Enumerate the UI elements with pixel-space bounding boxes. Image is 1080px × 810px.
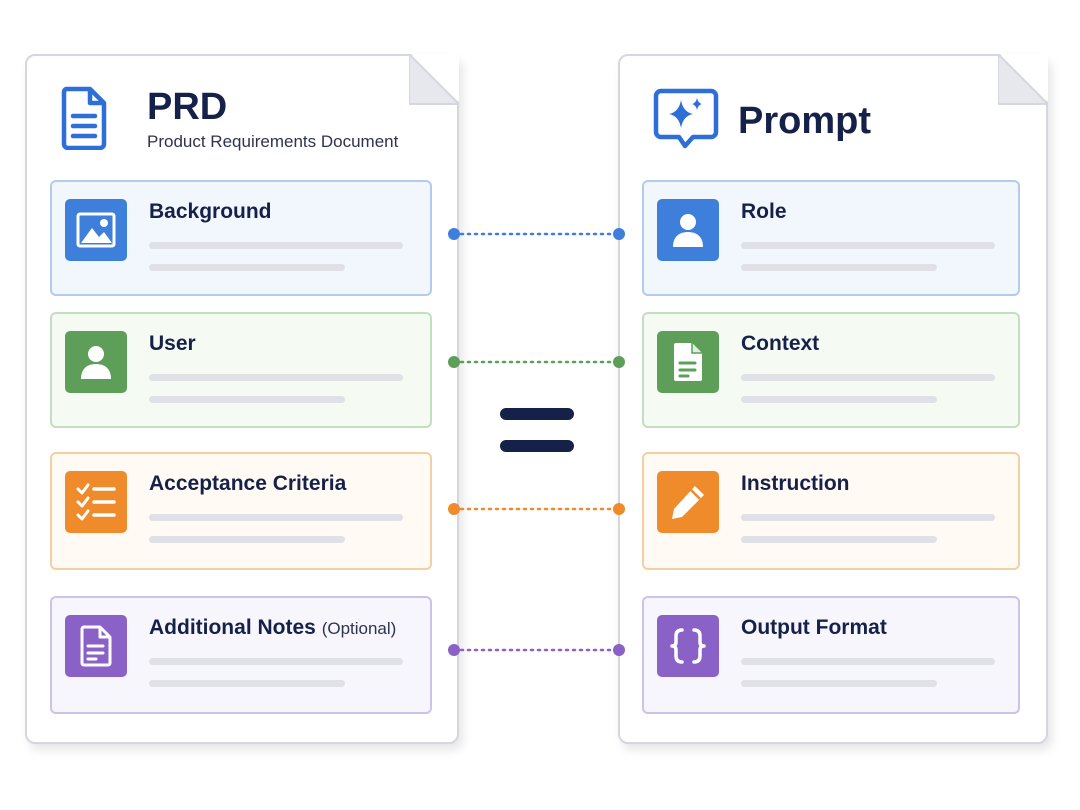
file-icon [657,331,719,393]
connector-orange [448,503,625,515]
prd-card-label-text: Additional Notes [149,616,316,639]
braces-icon [657,615,719,677]
prompt-card-context: Context [642,312,1020,428]
placeholder-line [741,680,937,687]
optional-note: (Optional) [321,619,397,638]
prompt-card-label: Output Format [741,616,887,639]
prompt-card-role: Role [642,180,1020,296]
checklist-icon [65,471,127,533]
prd-card-label: Acceptance Criteria [149,472,347,495]
placeholder-line [149,374,403,381]
placeholder-line [741,242,995,249]
connector-blue [448,228,625,240]
user-icon [657,199,719,261]
prd-card-label: User [149,332,196,355]
prd-card-acceptance-criteria: Acceptance Criteria [50,452,432,570]
placeholder-line [149,396,345,403]
prd-document: PRD Product Requirements Document Backgr… [25,54,459,744]
prompt-card-label: Role [741,200,787,223]
placeholder-line [149,680,345,687]
prd-subtitle: Product Requirements Document [147,132,399,151]
placeholder-line [149,514,403,521]
prompt-card-instruction: Instruction [642,452,1020,570]
placeholder-line [149,536,345,543]
page-fold-corner [409,54,459,105]
prd-title: PRD [147,86,228,128]
user-icon [65,331,127,393]
equals-icon [500,408,574,454]
prd-card-label: Additional Notes (Optional) [149,616,396,640]
placeholder-line [741,536,937,543]
document-icon [61,86,107,150]
prd-card-user: User [50,312,432,428]
prompt-document: Prompt Role Context [618,54,1048,744]
prompt-card-output-format: Output Format [642,596,1020,714]
image-icon [65,199,127,261]
placeholder-line [741,374,995,381]
placeholder-line [741,264,937,271]
placeholder-line [149,264,345,271]
prd-card-additional-notes: Additional Notes (Optional) [50,596,432,714]
prompt-title: Prompt [738,100,871,142]
prd-card-label: Background [149,200,272,223]
pencil-icon [657,471,719,533]
connector-purple [448,644,625,656]
placeholder-line [741,514,995,521]
prompt-card-label: Context [741,332,820,355]
sparkle-chat-icon [653,88,719,149]
page-fold-corner [998,54,1048,105]
placeholder-line [741,396,937,403]
placeholder-line [149,658,403,665]
notes-icon [65,615,127,677]
connector-green [448,356,625,368]
prompt-card-label: Instruction [741,472,850,495]
prd-card-background: Background [50,180,432,296]
placeholder-line [149,242,403,249]
placeholder-line [741,658,995,665]
